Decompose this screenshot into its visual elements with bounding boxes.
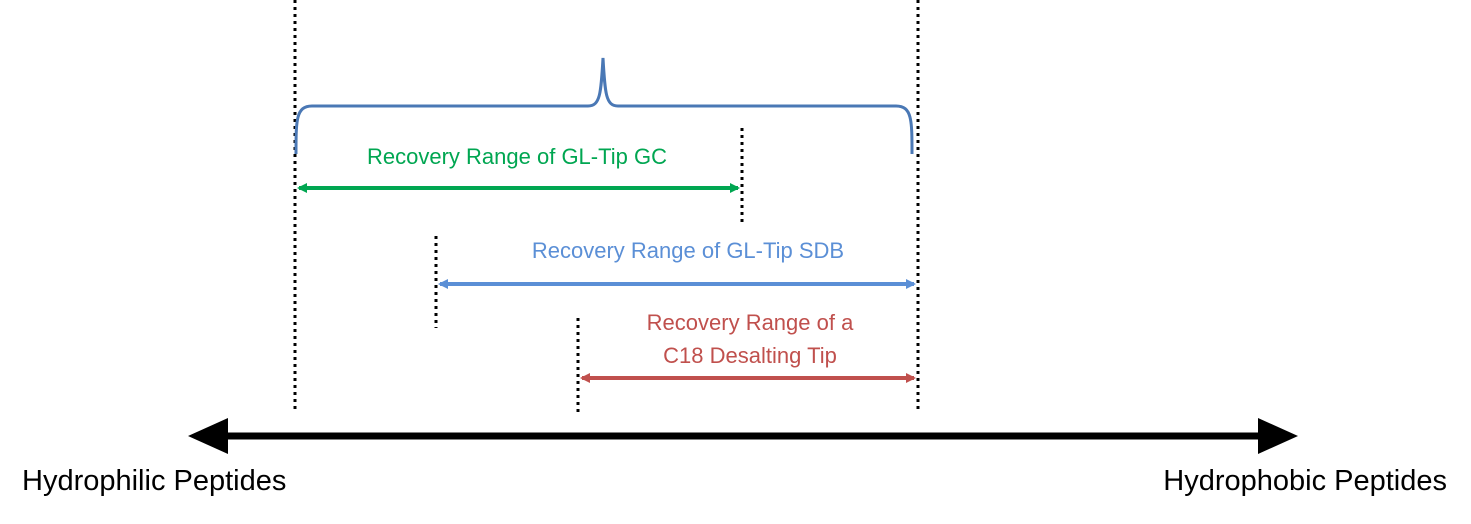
combined-range-brace xyxy=(294,57,914,155)
c18-range-label-line2: C18 Desalting Tip xyxy=(663,343,837,368)
axis-right-arrowhead xyxy=(1258,418,1298,454)
hydrophobic-label: Hydrophobic Peptides xyxy=(1163,465,1447,497)
gc-range-label: Recovery Range of GL-Tip GC xyxy=(367,144,667,169)
c18-range-label-line1: Recovery Range of a xyxy=(647,310,854,335)
sdb-range-label: Recovery Range of GL-Tip SDB xyxy=(532,238,844,263)
hydrophilic-label: Hydrophilic Peptides xyxy=(22,465,286,497)
axis-left-arrowhead xyxy=(188,418,228,454)
